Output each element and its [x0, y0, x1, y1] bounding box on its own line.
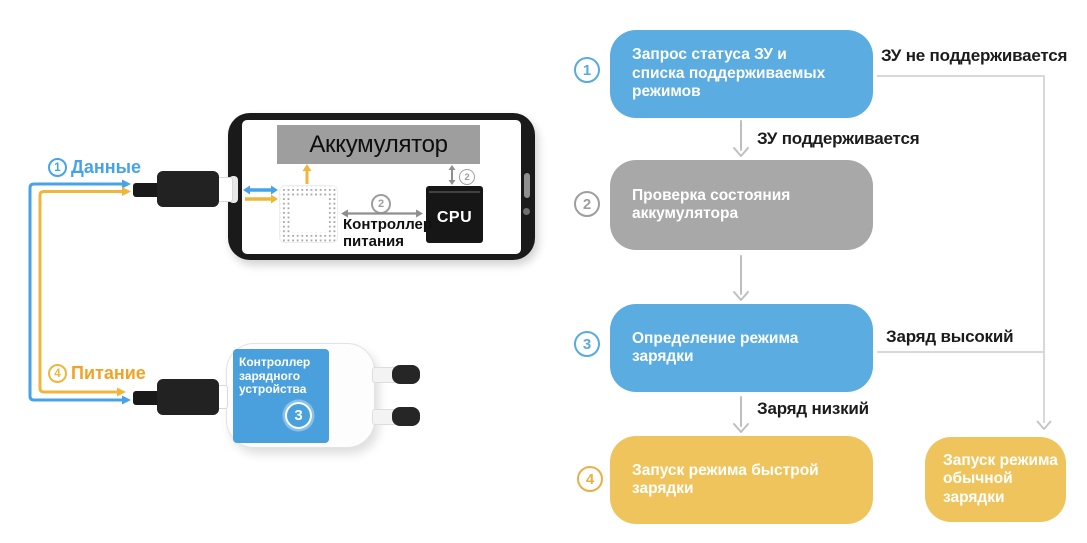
label-charge-low: Заряд низкий	[757, 399, 869, 418]
step-4-number: 4	[577, 466, 603, 492]
step-2-number: 2	[574, 191, 600, 217]
chip-core	[290, 196, 327, 232]
phone-side-dot	[523, 208, 530, 215]
normal-charge-box: Запуск режима обычной зарядки	[925, 437, 1066, 522]
usb-plug-tip-bottom	[133, 391, 160, 405]
label-not-supported: ЗУ не поддерживается	[881, 46, 1068, 65]
step-2-box: Проверка состояния аккумулятора	[610, 160, 873, 250]
charger-controller-block: Контроллер зарядного устройства 3	[233, 349, 329, 443]
power-step-number: 4	[48, 364, 67, 383]
phone-side-button	[524, 173, 530, 198]
usb-plug-tip-top	[133, 183, 160, 197]
charger-prong-tip	[392, 365, 420, 384]
power-controller-chip-icon	[279, 185, 338, 243]
label-supported: ЗУ поддерживается	[757, 129, 920, 148]
charger-step-number: 3	[285, 402, 312, 429]
charger-prong-tip	[392, 407, 420, 426]
cpu-block: CPU	[426, 186, 483, 243]
battery-block: Аккумулятор	[277, 125, 480, 164]
step-1-box: Запрос статуса ЗУ и списка поддерживаемы…	[610, 30, 873, 118]
power-controller-label: Контроллер питания	[343, 216, 433, 250]
label-charge-high: Заряд высокий	[886, 327, 1014, 346]
data-step-number: 1	[48, 158, 67, 177]
data-wire-label: 1 Данные	[48, 157, 141, 178]
step-1-number: 1	[574, 57, 600, 83]
bus-step-number: 2	[371, 194, 391, 214]
usb-plug-body-bottom	[157, 379, 219, 415]
step-3-number: 3	[574, 331, 600, 357]
usb-plug-body-top	[157, 171, 219, 207]
cpu-label: CPU	[436, 208, 473, 226]
power-wire-label: 4 Питание	[48, 363, 146, 384]
step-3-box: Определение режима зарядки	[610, 304, 873, 392]
cpu-stripe	[429, 191, 480, 193]
phone-left-button	[229, 176, 238, 203]
step-4-box: Запуск режима быстрой зарядки	[610, 436, 873, 524]
battery-bus-step-number: 2	[459, 169, 475, 185]
battery-label: Аккумулятор	[309, 130, 448, 158]
